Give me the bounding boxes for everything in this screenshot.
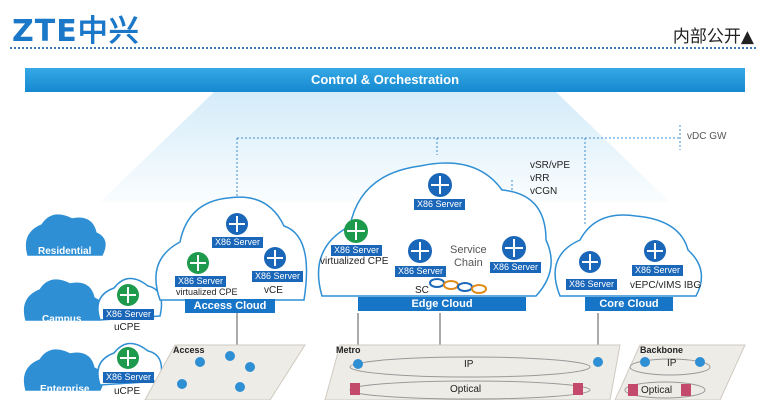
edge-server-right-label: X86 Server [490,262,542,273]
campus-label: Campus [42,314,82,325]
residential-label: Residential [38,246,92,257]
backbone-network-label: Backbone [640,345,684,355]
vnf-item-1: vSR/vPE [530,160,571,171]
ucpe-server-label-2: X86 Server [103,372,155,383]
vdc-gw-label: vDC GW [687,131,727,142]
server-icon-edge-mid [408,239,432,263]
header-divider [10,47,756,49]
edge-server-top-label: X86 Server [414,199,466,210]
access-server-right-label: X86 Server [252,271,304,282]
server-icon-ucpe-2 [117,347,139,369]
ip-label: IP [464,359,474,370]
optical-label: Optical [450,384,482,395]
edge-cloud-bar: Edge Cloud [358,297,526,311]
access-cloud-bar: Access Cloud [185,299,275,313]
core-server-right-label: X86 Server [632,265,684,276]
server-icons [117,173,666,369]
edge-mid-label: SC [415,285,429,296]
network-planes [144,344,746,400]
ucpe-server-label: X86 Server [103,309,155,320]
server-icon-core-right [644,240,666,262]
cloud-residential [25,214,106,256]
classification-tag: 内部公开▲ [672,27,754,47]
server-icon-core-left [579,251,601,273]
access-right-label: vCE [264,285,283,296]
orchestration-bar: Control & Orchestration [25,68,745,92]
access-plane [144,344,306,400]
optical-label-2: Optical [641,385,673,396]
access-server-left-label: X86 Server [175,276,227,287]
ucpe-label: uCPE [114,322,141,333]
server-icon-access-right [264,247,286,269]
vnf-item-3: vCGN [530,186,558,197]
edge-left-label: virtualized CPE [320,256,389,267]
ucpe-label-2: uCPE [114,386,141,397]
server-icon-access-left [187,252,209,274]
zte-logo: ZTE中兴 [12,14,140,49]
core-right-label: vEPC/vIMS IBG [630,280,702,291]
server-icon-ucpe-1 [117,284,139,306]
edge-server-mid-label: X86 Server [395,266,447,277]
metro-network-label: Metro [336,345,361,355]
service-chain-label: Service Chain [450,244,487,269]
access-network-label: Access [173,345,205,355]
access-server-top-label: X86 Server [212,237,264,248]
server-icon-edge-left [344,219,368,243]
server-icon-edge-right [502,236,526,260]
service-chain-links [429,278,487,294]
edge-server-left-label: X86 Server [331,245,383,256]
ip-label-2: IP [667,358,677,369]
enterprise-label: Enterprise [40,384,90,395]
core-server-left-label: X86 Server [566,279,618,290]
server-icon-access-top [226,213,248,235]
server-icon-edge-top [428,173,452,197]
core-cloud-bar: Core Cloud [585,297,673,311]
vnf-item-2: vRR [530,173,550,184]
access-left-label: virtualized CPE [176,287,238,297]
